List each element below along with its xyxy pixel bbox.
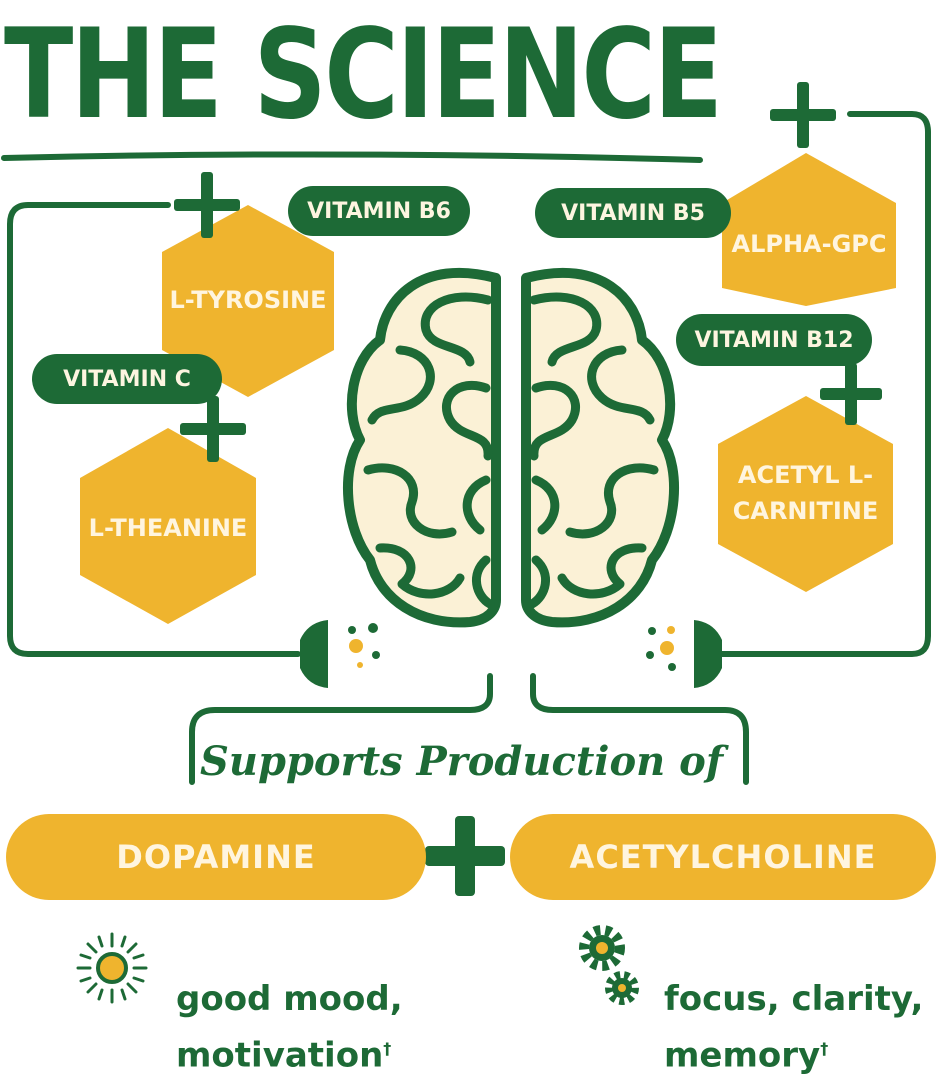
plus-icon: [174, 172, 240, 238]
plus-icon: [425, 816, 505, 896]
sun-icon: [76, 932, 148, 1004]
benefit-left-text: good mood, motivation: [176, 979, 403, 1076]
benefit-right-text: focus, clarity, memory: [664, 979, 924, 1076]
hexagon-l-tyrosine: [162, 205, 334, 397]
plus-icon: [180, 396, 246, 462]
l-theanine-label: L-THEANINE: [88, 514, 248, 542]
plus-icon: [820, 363, 882, 425]
plus-icon: [770, 82, 836, 148]
l-tyrosine-label: L-TYROSINE: [169, 286, 327, 314]
hexagon-acetyl-l-carnitine: [718, 396, 893, 592]
dopamine-pill: DOPAMINE: [6, 814, 426, 900]
vitamin-b6-pill: VITAMIN B6: [288, 186, 470, 236]
title-underline: [1, 151, 703, 163]
acetylcholine-pill: ACETYLCHOLINE: [510, 814, 936, 900]
benefit-left: good mood, motivation†: [176, 924, 403, 1080]
acetyl-l-carnitine-label: ACETYL L- CARNITINE: [732, 461, 879, 525]
connector-lines: [7, 111, 931, 785]
benefit-right: focus, clarity, memory†: [664, 924, 923, 1080]
dagger-mark: †: [820, 1039, 829, 1058]
hexagon-alpha-gpc: [722, 153, 896, 306]
alpha-gpc-label: ALPHA-GPC: [731, 230, 887, 258]
page-title: THE SCIENCE: [4, 3, 723, 147]
vitamin-b12-pill: VITAMIN B12: [676, 314, 872, 366]
dagger-mark: †: [383, 1039, 392, 1058]
right-output-node: [646, 620, 722, 688]
supports-production-text: Supports Production of: [200, 738, 724, 785]
vitamin-b5-pill: VITAMIN B5: [535, 188, 731, 238]
hexagon-l-theanine: [80, 428, 256, 624]
gears-icon: [579, 925, 639, 1005]
diagram-artwork: [1, 82, 931, 1005]
vitamin-c-pill: VITAMIN C: [32, 354, 222, 404]
brain-icon: [342, 268, 680, 628]
plus-icons: [174, 82, 882, 896]
left-output-node: [300, 620, 380, 688]
